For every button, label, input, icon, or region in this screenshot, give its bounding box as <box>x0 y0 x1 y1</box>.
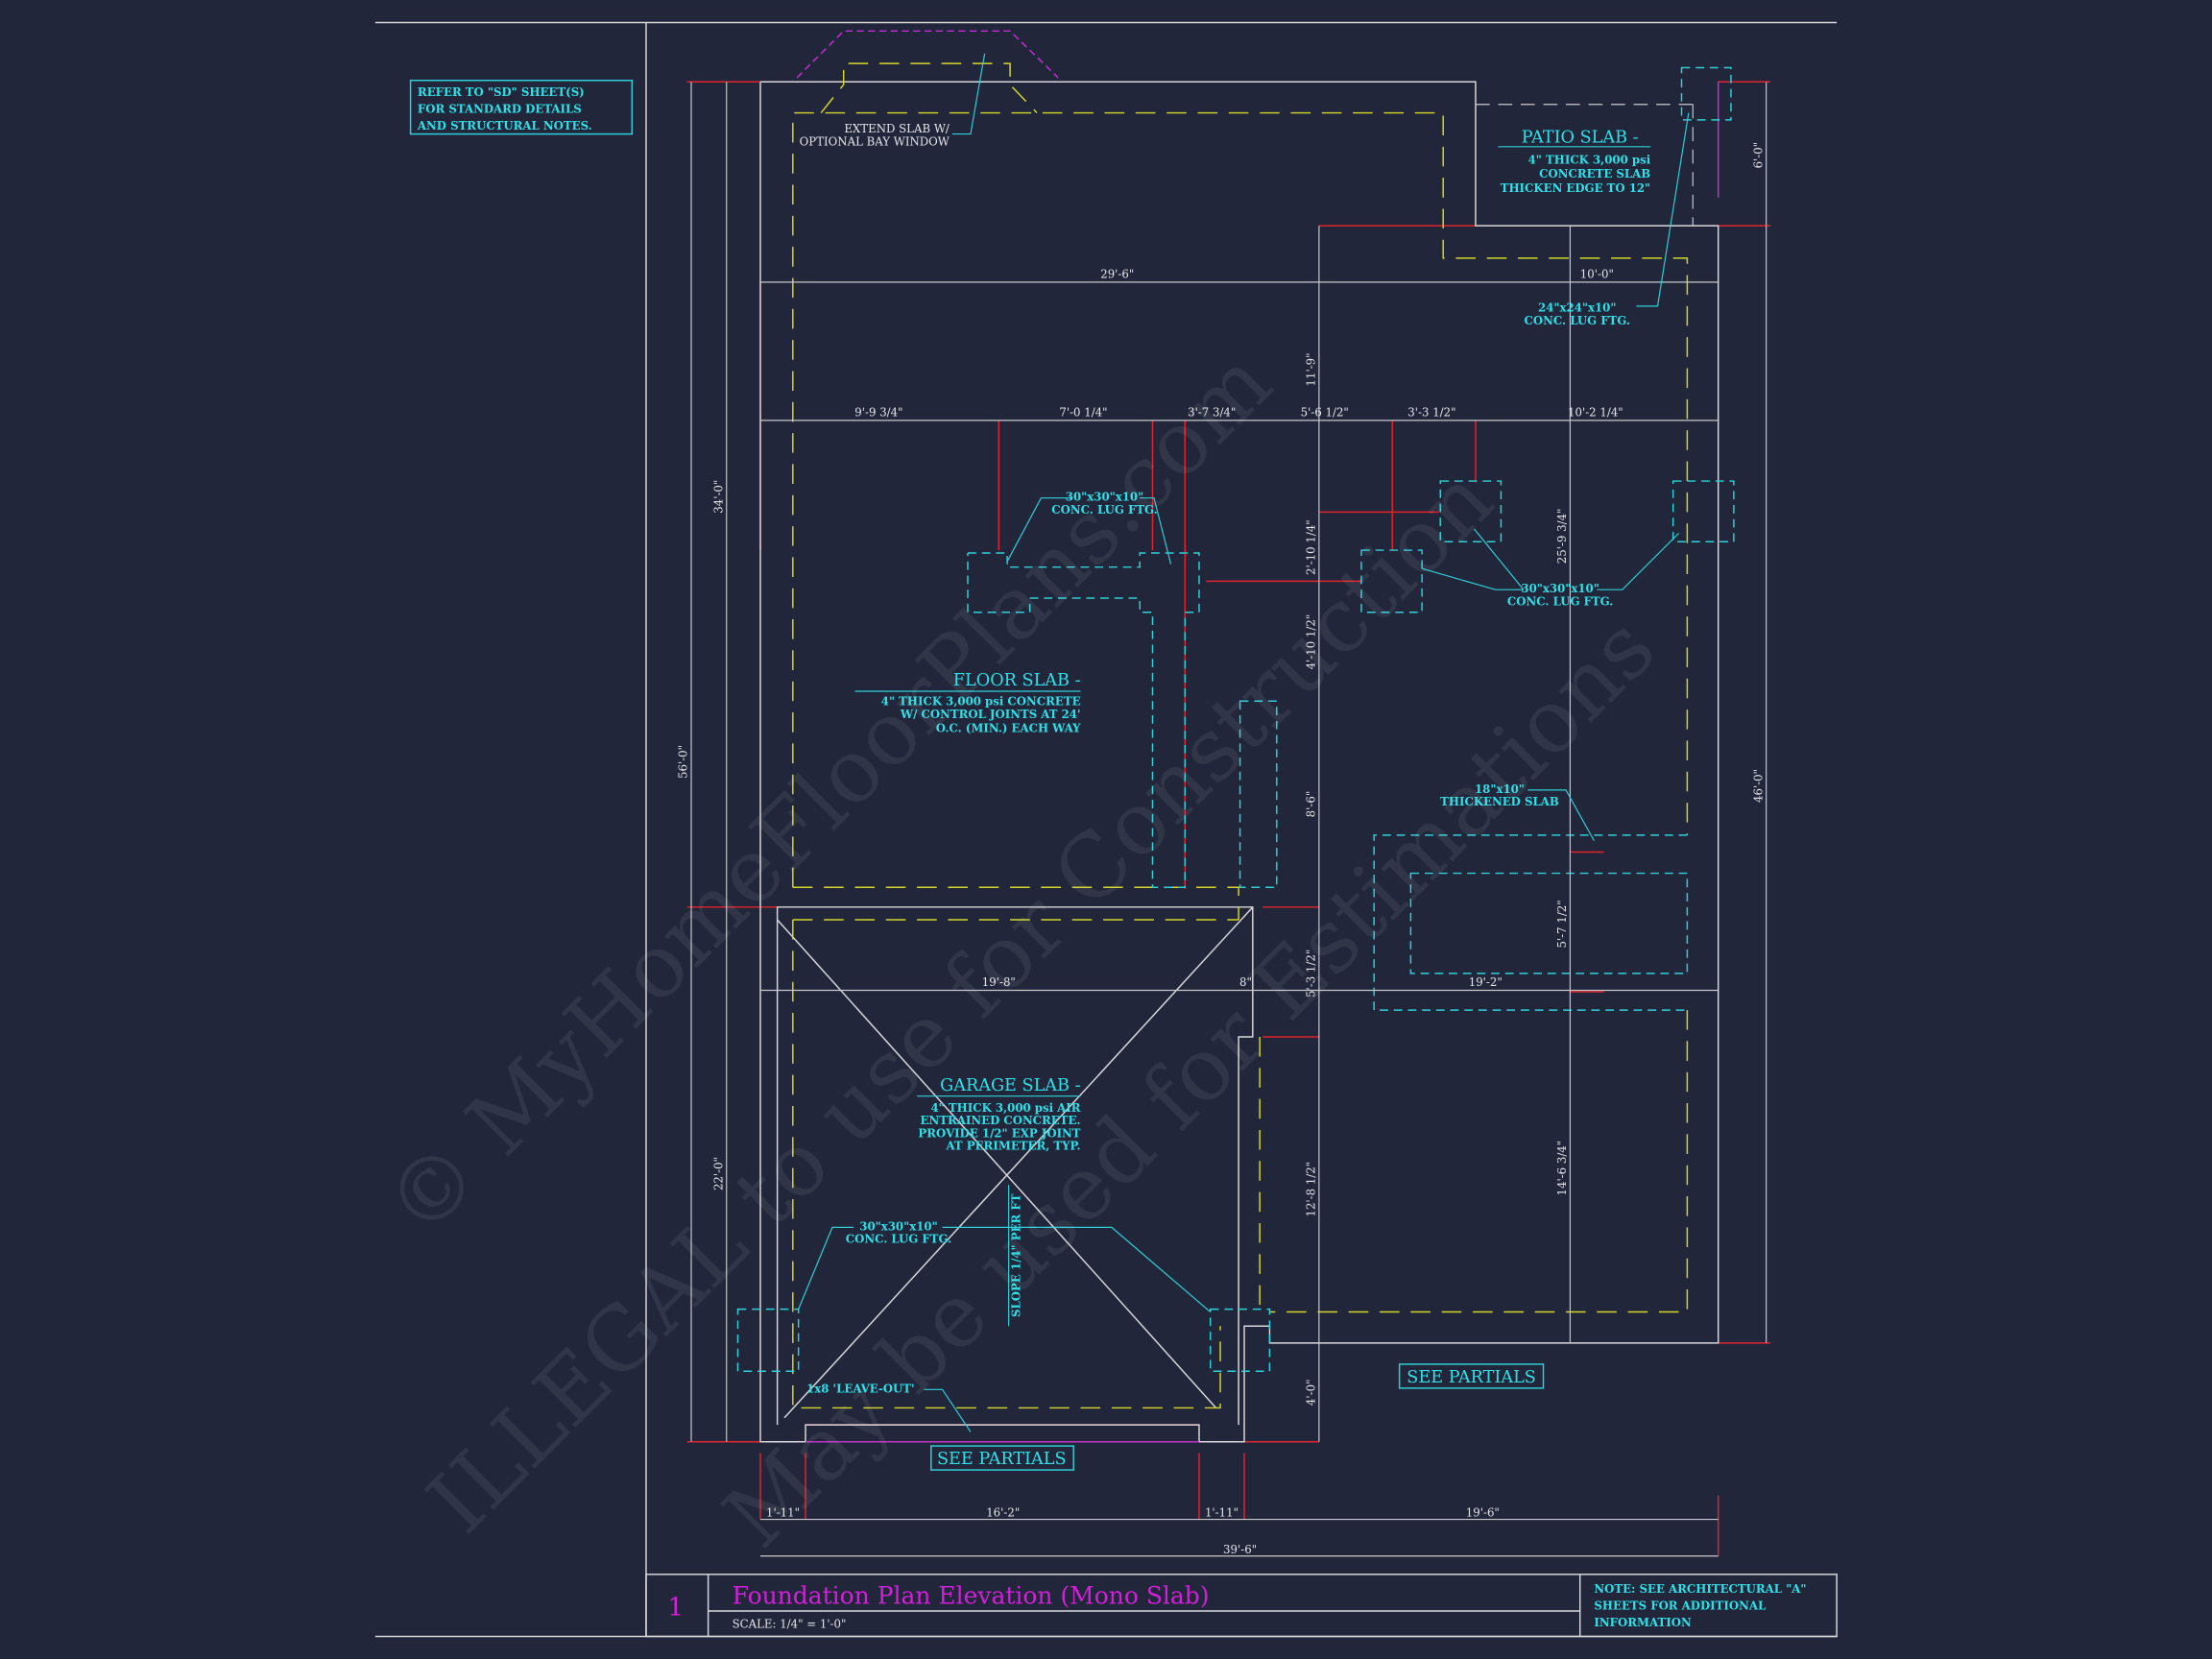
garage-slab-title: GARAGE SLAB - <box>940 1076 1080 1095</box>
annotations: EXTEND SLAB W/ OPTIONAL BAY WINDOW PATIO… <box>800 122 1651 1471</box>
drawing-number: 1 <box>667 1592 684 1622</box>
dim-label: 12'-8 1/2" <box>1304 1162 1317 1217</box>
dim-label: 4'-10 1/2" <box>1304 614 1317 670</box>
dim-label: 19'-2" <box>1469 975 1503 989</box>
thickened-slab-note: THICKENED SLAB <box>1440 795 1559 808</box>
dim-label: 11'-9" <box>1304 352 1317 386</box>
dim-label: 10'-2 1/4" <box>1568 405 1623 419</box>
lug-footing-note: CONC. LUG FTG. <box>1051 503 1157 517</box>
dim-label: 34'-0" <box>711 480 725 514</box>
lug-footing-note: CONC. LUG FTG. <box>846 1233 951 1246</box>
leader-lines <box>798 53 1690 1432</box>
see-partials-label: SEE PARTIALS <box>937 1450 1067 1469</box>
title-block: 1 Foundation Plan Elevation (Mono Slab) … <box>645 1574 1838 1638</box>
title-block-note: SHEETS FOR ADDITIONAL <box>1594 1599 1766 1613</box>
dim-label: 3'-7 3/4" <box>1188 405 1236 419</box>
dim-label: 5'-6 1/2" <box>1301 405 1349 419</box>
dim-label: 5'-7 1/2" <box>1555 900 1569 948</box>
dim-label: 19'-8" <box>982 975 1016 989</box>
general-note-line: FOR STANDARD DETAILS <box>418 103 582 116</box>
title-block-note: NOTE: SEE ARCHITECTURAL "A" <box>1594 1582 1806 1596</box>
leave-out-note: 1x8 'LEAVE-OUT' <box>806 1382 915 1395</box>
patio-note: 4" THICK 3,000 psi <box>1528 153 1651 166</box>
dim-label: 25'-9 3/4" <box>1555 509 1569 565</box>
lug-footing-note: 30"x30"x10" <box>859 1219 937 1233</box>
garage-slab-note: AT PERIMETER, TYP. <box>945 1140 1080 1153</box>
dim-label: 3'-3 1/2" <box>1407 405 1455 419</box>
patio-note: CONCRETE SLAB <box>1539 167 1650 180</box>
patio-note: THICKEN EDGE TO 12" <box>1501 181 1650 195</box>
general-note-line: AND STRUCTURAL NOTES. <box>417 119 592 132</box>
dim-label: 8" <box>1239 975 1252 989</box>
general-note-box: REFER TO "SD" SHEET(S) FOR STANDARD DETA… <box>409 80 634 135</box>
floor-slab-title: FLOOR SLAB - <box>953 671 1081 690</box>
floor-slab-note: 4" THICK 3,000 psi CONCRETE <box>881 695 1081 709</box>
dim-label: 39'-6" <box>1223 1543 1257 1556</box>
dim-label: 14'-6 3/4" <box>1555 1141 1569 1196</box>
dim-label: 9'-9 3/4" <box>854 405 902 419</box>
dim-label: 1'-11" <box>1205 1506 1238 1520</box>
dim-label: 29'-6" <box>1100 267 1134 280</box>
dim-label: 56'-0" <box>677 745 690 779</box>
slab-outline <box>759 30 1719 1443</box>
dim-label: 46'-0" <box>1751 769 1765 803</box>
thickened-edge-lines <box>792 62 1689 1409</box>
dim-label: 2'-10 1/4" <box>1304 519 1317 575</box>
dim-label: 22'-0" <box>711 1157 725 1190</box>
drawing-scale: SCALE: 1/4" = 1'-0" <box>733 1618 847 1631</box>
dimension-lines <box>690 82 1767 1557</box>
lug-footing-note: 30"x30"x10" <box>1066 491 1143 504</box>
lug-footing-note: CONC. LUG FTG. <box>1525 314 1630 327</box>
dim-label: 5'-3 1/2" <box>1304 950 1317 998</box>
dim-label: 6'-0" <box>1751 142 1765 169</box>
thickened-slab-note: 18"x10" <box>1475 782 1525 796</box>
dim-label: 1'-11" <box>766 1506 800 1520</box>
footings <box>736 66 1735 1372</box>
garage-slab-note: PROVIDE 1/2" EXP JOINT <box>918 1126 1080 1140</box>
general-note-line: REFER TO "SD" SHEET(S) <box>418 85 585 99</box>
dim-label: 16'-2" <box>986 1506 1020 1520</box>
dim-label: 7'-0 1/4" <box>1059 405 1107 419</box>
see-partials-label: SEE PARTIALS <box>1407 1368 1536 1387</box>
title-block-note: INFORMATION <box>1594 1616 1692 1629</box>
floor-slab-note: O.C. (MIN.) EACH WAY <box>936 722 1081 735</box>
dim-label: 19'-6" <box>1466 1506 1500 1520</box>
bay-note: EXTEND SLAB W/ <box>844 122 950 135</box>
floor-slab-note: W/ CONTROL JOINTS AT 24' <box>900 708 1081 721</box>
garage-slab-note: ENTRAINED CONCRETE. <box>921 1114 1081 1127</box>
bay-note: OPTIONAL BAY WINDOW <box>800 134 950 148</box>
drawing-title: Foundation Plan Elevation (Mono Slab) <box>733 1582 1210 1610</box>
lug-footing-note: CONC. LUG FTG. <box>1507 594 1613 608</box>
patio-slab-title: PATIO SLAB - <box>1522 128 1639 147</box>
lug-footing-note: 24"x24"x10" <box>1538 301 1616 315</box>
dimension-labels: 29'-6" 10'-0" 9'-9 3/4" 7'-0 1/4" 3'-7 3… <box>677 142 1766 1556</box>
dim-label: 10'-0" <box>1580 267 1614 280</box>
lug-footing-note: 30"x30"x10" <box>1521 582 1599 595</box>
dim-label: 4'-0" <box>1304 1380 1317 1407</box>
slope-note: SLOPE 1/4" PER FT <box>1009 1193 1022 1317</box>
garage-slab-note: 4" THICK 3,000 psi AIR <box>931 1101 1081 1115</box>
dim-label: 8'-6" <box>1304 791 1317 818</box>
